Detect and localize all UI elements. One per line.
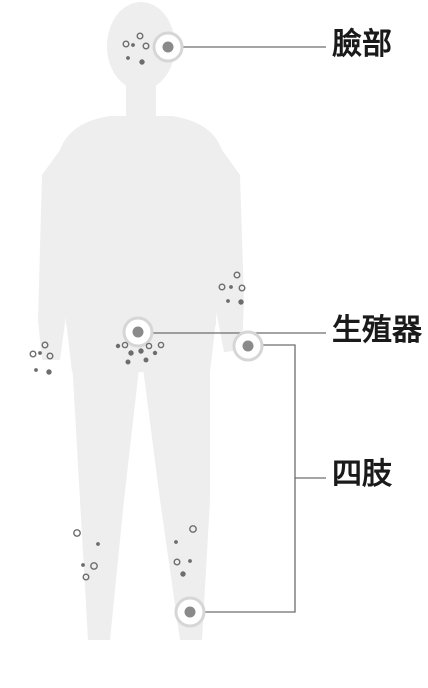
genital-marker — [122, 316, 154, 348]
lesion-dots — [29, 32, 246, 581]
face-label: 臉部 — [332, 27, 392, 62]
hand-marker — [232, 330, 264, 362]
connector-lines — [140, 46, 326, 613]
face-dot-cluster — [122, 32, 150, 65]
human-body-silhouette — [38, 2, 244, 640]
face-marker — [152, 31, 184, 63]
right-hand-dot-cluster — [218, 271, 246, 305]
right-leg-dot-cluster — [173, 525, 197, 577]
left-hand-dot-cluster — [29, 341, 54, 375]
genital-dot-cluster — [115, 341, 165, 365]
limbs-label: 四肢 — [332, 457, 392, 492]
genital-label: 生殖器 — [332, 313, 422, 348]
foot-marker — [174, 596, 206, 628]
markers — [122, 31, 264, 628]
left-leg-dot-cluster — [73, 529, 100, 581]
